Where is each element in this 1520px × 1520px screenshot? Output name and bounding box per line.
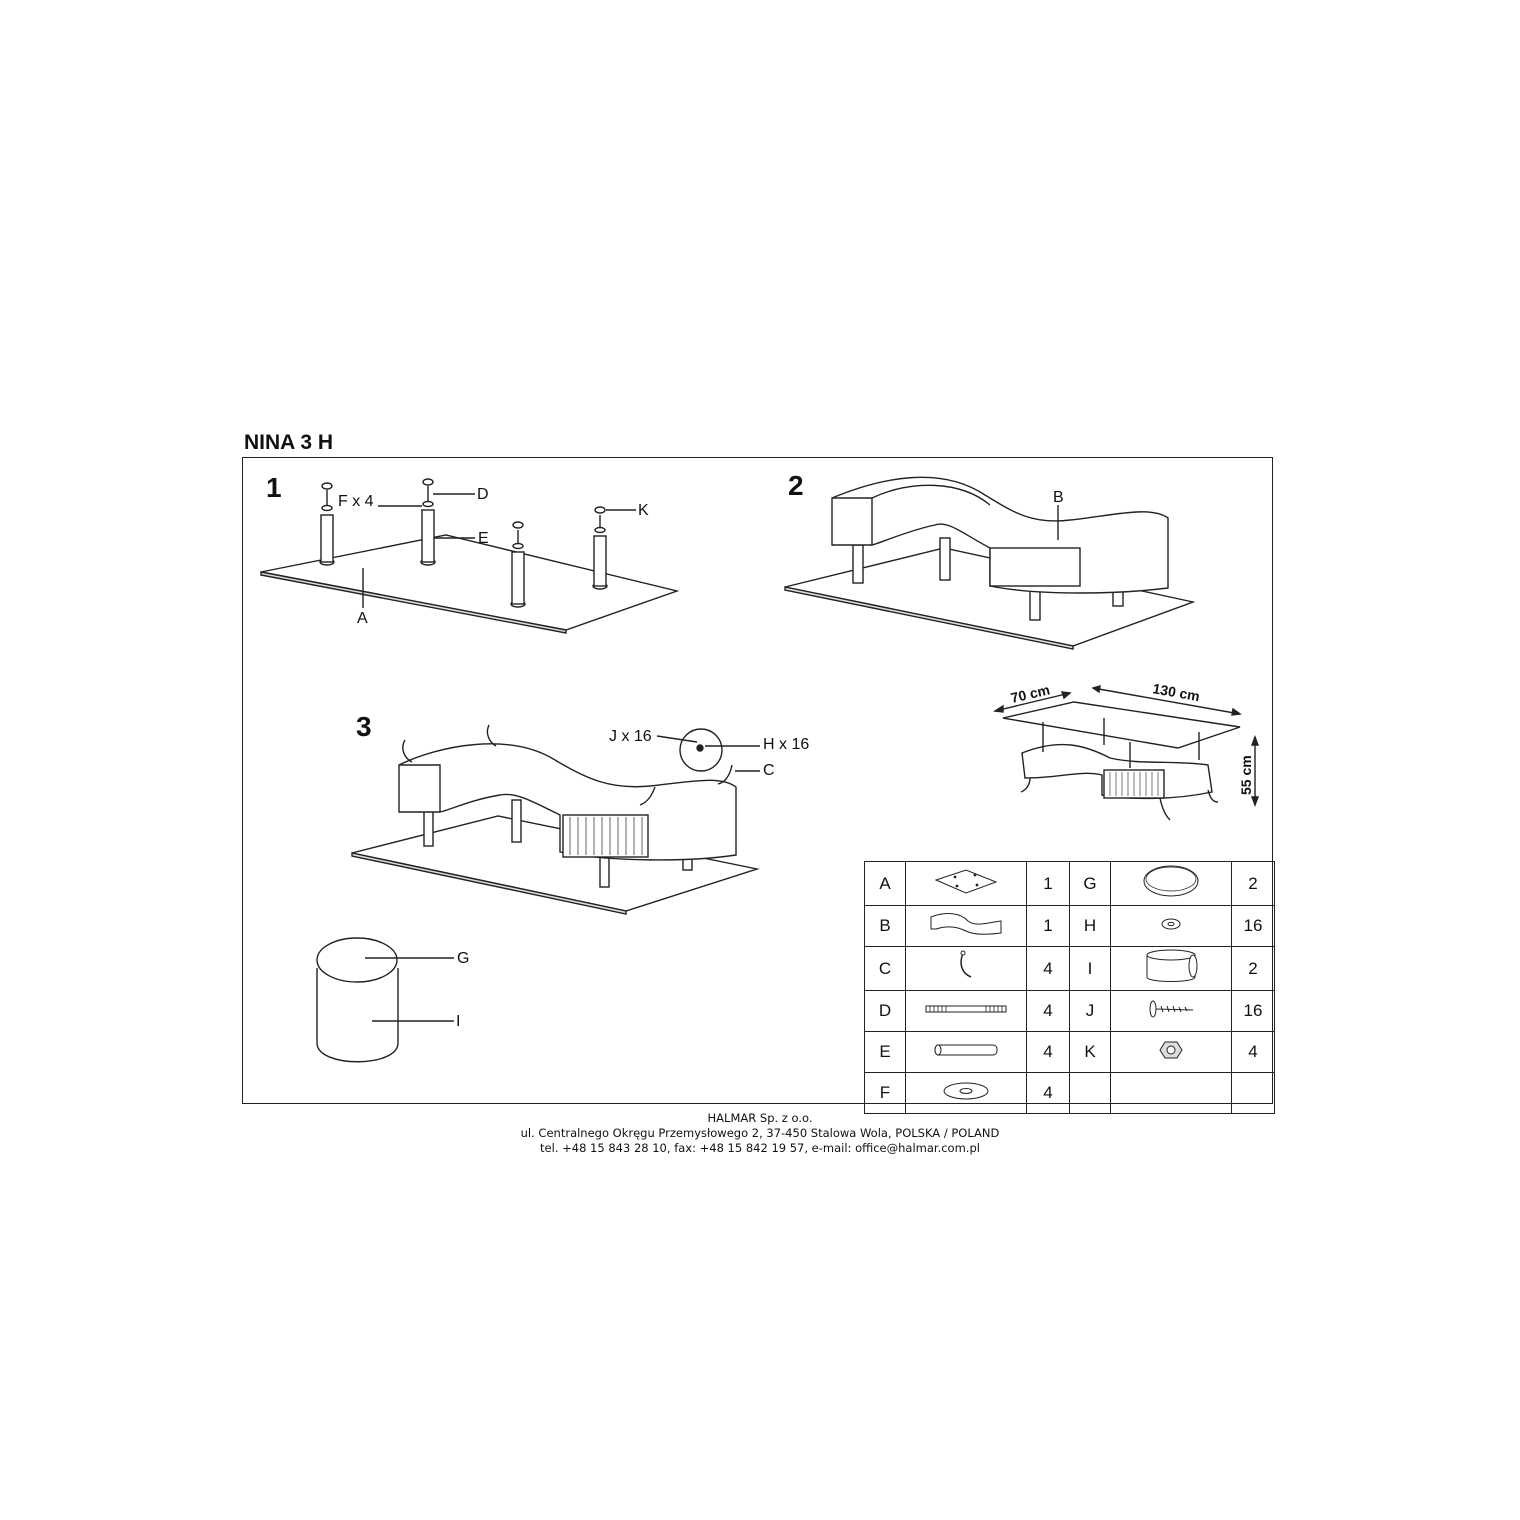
part-qty: 4 — [1026, 946, 1070, 991]
page-title: NINA 3 H — [244, 431, 334, 454]
part-qty: 4 — [1026, 990, 1070, 1032]
part-letter: E — [864, 1031, 906, 1073]
step3-illustration — [351, 724, 760, 915]
part-letter: C — [864, 946, 906, 991]
footer-company: HALMAR Sp. z o.o. — [707, 1111, 813, 1125]
part-qty: 2 — [1231, 861, 1275, 906]
part-qty — [1231, 1072, 1275, 1114]
step1-illustration — [260, 478, 680, 634]
part-letter: K — [1069, 1031, 1111, 1073]
dimension-sketch — [992, 685, 1260, 821]
part-letter: F — [864, 1072, 906, 1114]
label-i: I — [456, 1013, 460, 1030]
dim-width: 130 cm — [1151, 680, 1201, 704]
stool-illustration — [316, 937, 454, 1063]
washer-small-icon — [1110, 905, 1232, 947]
leg-3 — [510, 521, 526, 608]
step2-illustration — [784, 476, 1196, 650]
washer-large-icon — [905, 1072, 1027, 1114]
stool-body-icon — [1110, 946, 1232, 991]
footer: HALMAR Sp. z o.o. ul. Centralnego Okręgu… — [0, 1111, 1520, 1156]
cushion-disc-icon — [1110, 861, 1232, 906]
part-qty: 16 — [1231, 905, 1275, 947]
leg-1 — [319, 482, 335, 566]
part-qty: 1 — [1026, 861, 1070, 906]
label-e: E — [478, 530, 489, 547]
nut-icon — [1110, 1031, 1232, 1073]
part-qty: 1 — [1026, 905, 1070, 947]
s-frame-b — [831, 476, 1169, 594]
label-h: H x 16 — [763, 736, 809, 753]
footer-contact: tel. +48 15 843 28 10, fax: +48 15 842 1… — [540, 1141, 980, 1155]
part-qty: 4 — [1026, 1072, 1070, 1114]
part-letter — [1069, 1072, 1111, 1114]
part-qty: 4 — [1026, 1031, 1070, 1073]
empty-cell — [1110, 1072, 1232, 1114]
label-g: G — [457, 950, 469, 967]
leg-tube-icon — [905, 1031, 1027, 1073]
part-letter: G — [1069, 861, 1111, 906]
label-d: D — [477, 486, 489, 503]
step-number-1: 1 — [266, 472, 282, 503]
label-j: J x 16 — [609, 728, 652, 745]
part-letter: H — [1069, 905, 1111, 947]
s-frame-assembled — [398, 743, 737, 861]
label-b: B — [1053, 489, 1064, 506]
leg-2 — [420, 478, 436, 566]
step-number-3: 3 — [356, 711, 372, 742]
bracket-hook-icon — [905, 946, 1027, 991]
part-qty: 4 — [1231, 1031, 1275, 1073]
leg-4 — [592, 506, 608, 590]
label-c: C — [763, 762, 775, 779]
part-letter: B — [864, 905, 906, 947]
part-letter: J — [1069, 990, 1111, 1032]
part-letter: A — [864, 861, 906, 906]
part-qty: 16 — [1231, 990, 1275, 1032]
step-number-2: 2 — [788, 470, 804, 501]
part-qty: 2 — [1231, 946, 1275, 991]
glass-top-icon — [905, 861, 1027, 906]
label-f: F x 4 — [338, 493, 374, 510]
part-letter: I — [1069, 946, 1111, 991]
label-k: K — [638, 502, 649, 519]
label-a: A — [357, 610, 368, 627]
footer-address: ul. Centralnego Okręgu Przemysłowego 2, … — [520, 1126, 1000, 1140]
screw-icon — [1110, 990, 1232, 1032]
stool-cushion-g — [316, 937, 398, 983]
instruction-frame — [242, 457, 1273, 1104]
s-frame-icon — [905, 905, 1027, 947]
dim-height: 55 cm — [1238, 755, 1254, 795]
part-letter: D — [864, 990, 906, 1032]
threaded-rod-icon — [905, 990, 1027, 1032]
